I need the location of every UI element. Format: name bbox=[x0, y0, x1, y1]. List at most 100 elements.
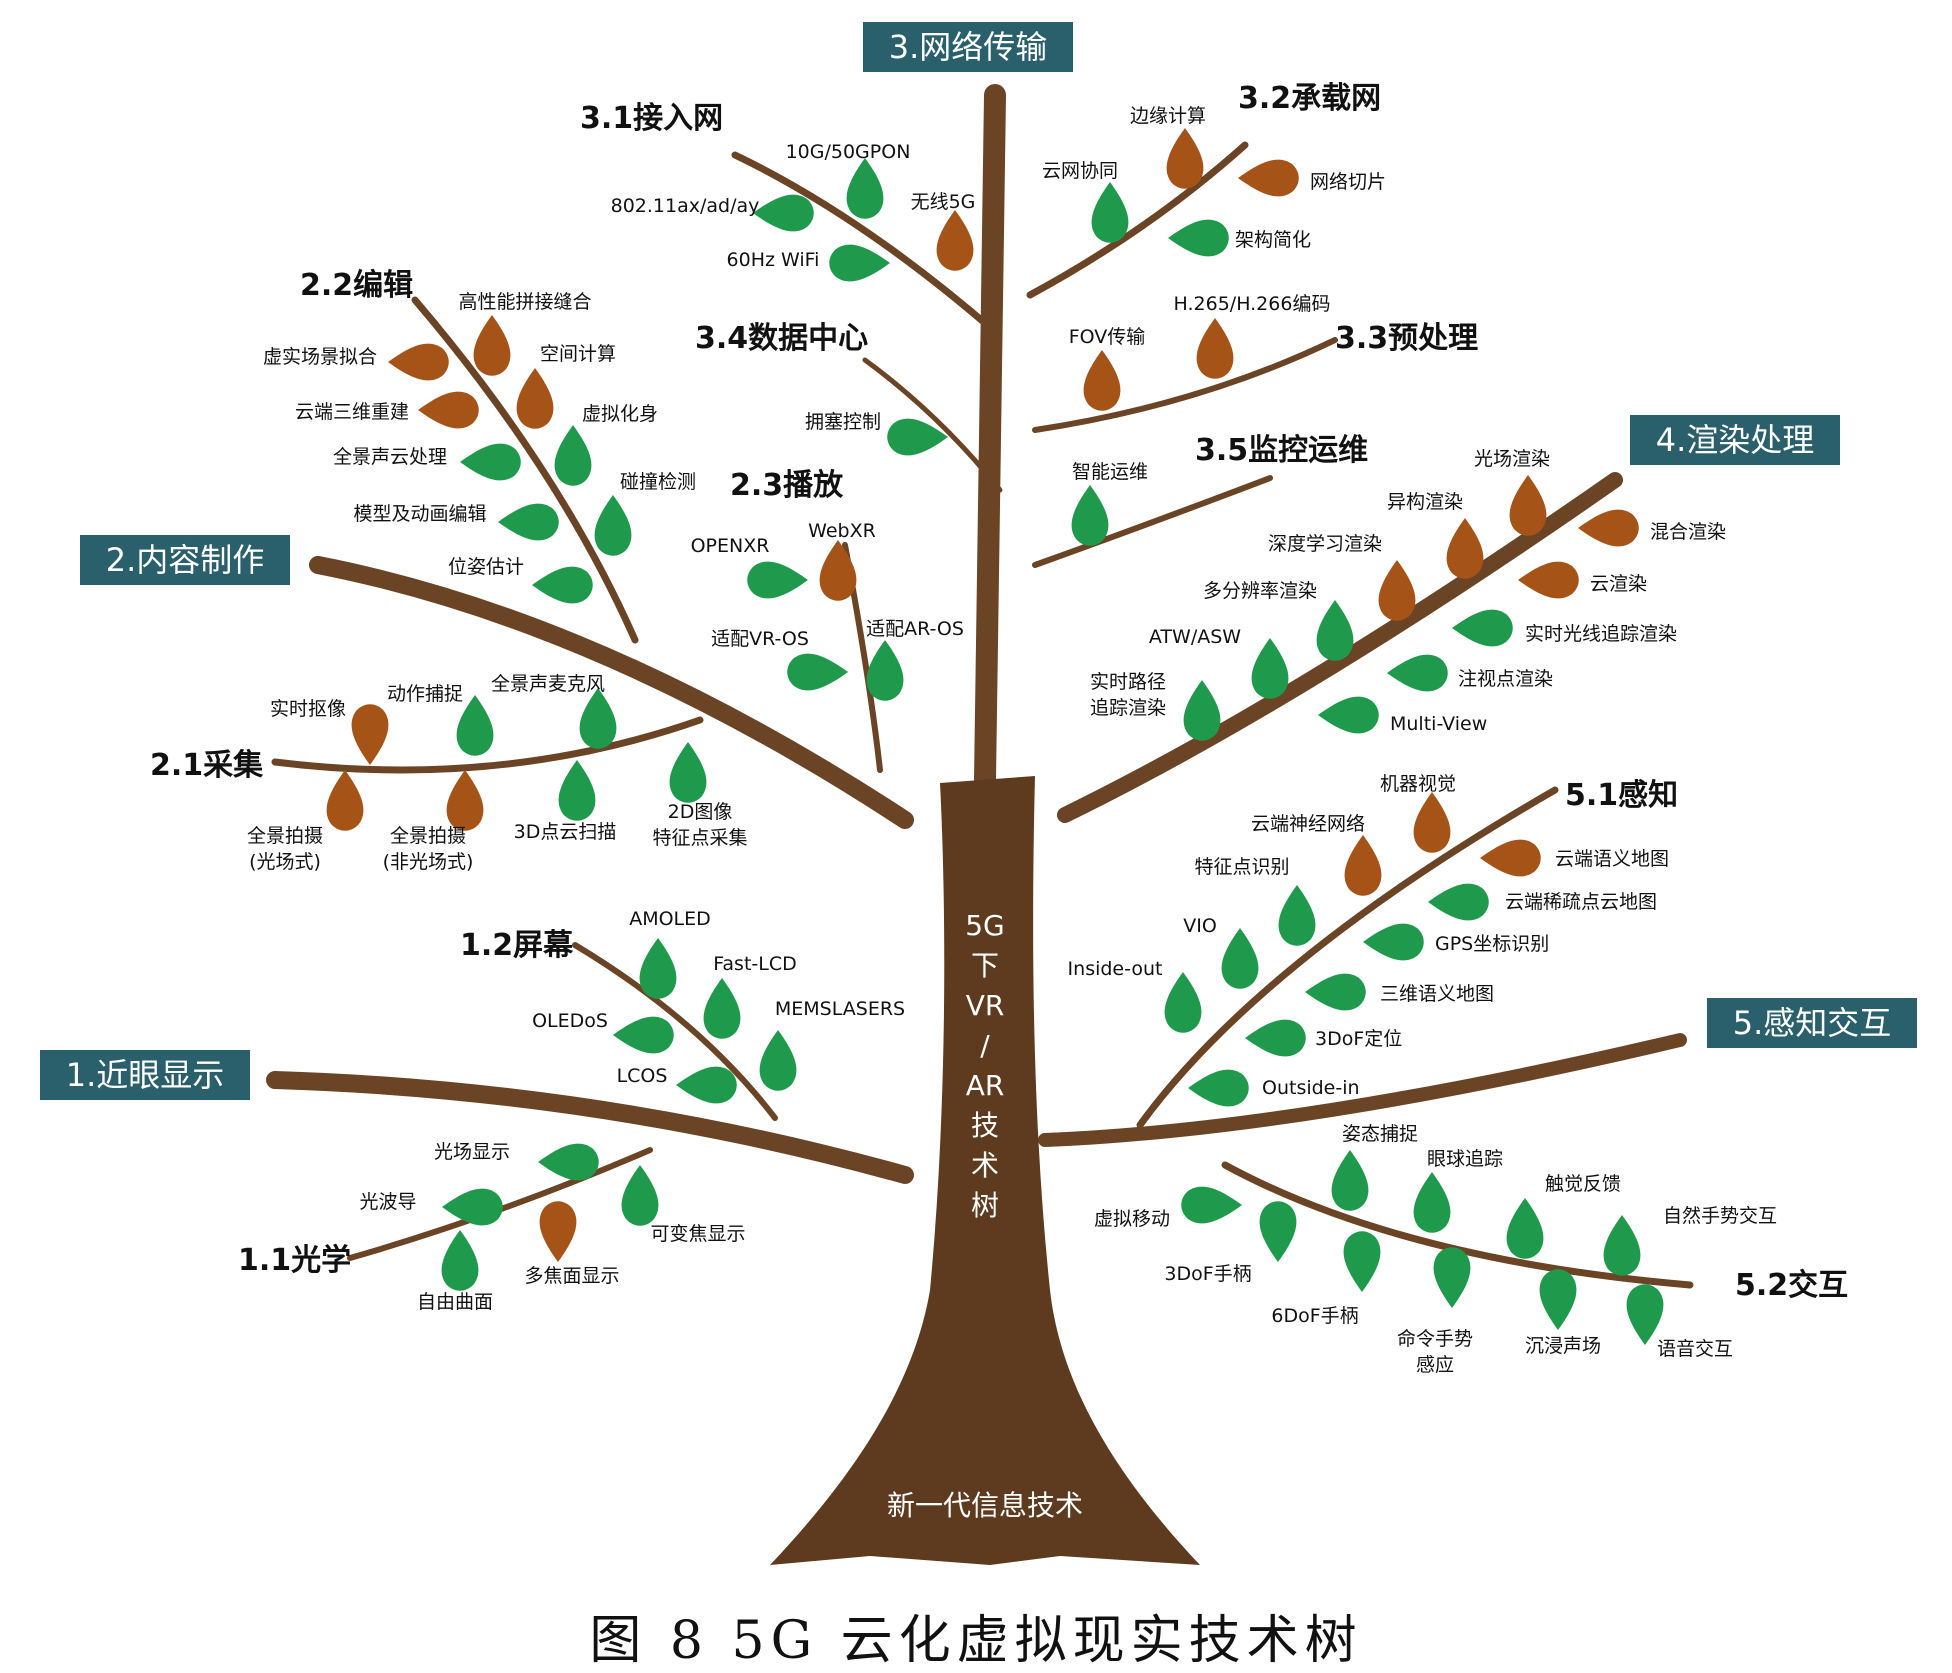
leaf-label-26: 动作捕捉 bbox=[387, 683, 463, 705]
leaf-label-line: 云端语义地图 bbox=[1555, 848, 1669, 870]
subcategory-label-s21: 2.1采集 bbox=[150, 748, 264, 783]
leaf-label-line: (非光场式) bbox=[383, 851, 474, 873]
leaf-icon-70 bbox=[1343, 1231, 1381, 1292]
sub-branch-3-5 bbox=[1032, 475, 1273, 568]
sub-branch-5-2 bbox=[1221, 1161, 1694, 1289]
leaf-label-28: 全景拍摄(光场式) bbox=[247, 825, 323, 873]
leaf-icon-49 bbox=[1251, 638, 1289, 699]
leaf-icon-4 bbox=[1166, 128, 1204, 189]
leaf-label-line: 自由曲面 bbox=[417, 1291, 493, 1313]
leaf-icon-34 bbox=[613, 1016, 674, 1054]
leaf-label-30: 3D点云扫描 bbox=[514, 821, 617, 843]
tree-leaves bbox=[326, 128, 1664, 1345]
leaf-label-68: 自然手势交互 bbox=[1663, 1205, 1777, 1227]
leaf-icon-67 bbox=[1181, 1186, 1242, 1224]
sub-branch-3-4 bbox=[862, 357, 1003, 493]
leaf-icon-69 bbox=[1259, 1201, 1297, 1262]
subcategory-label-s34: 3.4数据中心 bbox=[695, 321, 868, 356]
leaf-label-line: 眼球追踪 bbox=[1427, 1148, 1503, 1170]
leaf-label-line: 可变焦显示 bbox=[650, 1223, 745, 1245]
leaf-icon-35 bbox=[759, 1030, 797, 1091]
figure-caption: 图 8 5G 云化虚拟现实技术树 bbox=[589, 1611, 1363, 1671]
leaf-icon-57 bbox=[1428, 883, 1489, 921]
leaf-label-60: Inside-out bbox=[1068, 958, 1163, 980]
leaf-label-3: 60Hz WiFi bbox=[727, 249, 820, 271]
leaf-label-line: 自然手势交互 bbox=[1663, 1205, 1777, 1227]
leaf-icon-40 bbox=[539, 1201, 577, 1262]
leaf-label-line: FOV传输 bbox=[1069, 326, 1146, 348]
leaf-label-line: 注视点渲染 bbox=[1458, 668, 1553, 690]
leaf-icon-48 bbox=[1452, 609, 1513, 647]
leaf-label-line: 深度学习渲染 bbox=[1268, 533, 1382, 555]
leaf-label-line: 全景拍摄 bbox=[247, 825, 323, 847]
leaf-label-line: Outside-in bbox=[1262, 1077, 1360, 1099]
main-branch-interact bbox=[1038, 1033, 1687, 1147]
leaf-label-64: 姿态捕捉 bbox=[1342, 1123, 1418, 1145]
subcategory-label-s32: 3.2承载网 bbox=[1238, 81, 1381, 116]
leaf-label-47: 多分辨率渲染 bbox=[1203, 580, 1317, 602]
leaf-label-13: 虚实场景拟合 bbox=[263, 346, 377, 368]
leaf-icon-28 bbox=[326, 770, 364, 831]
leaf-label-line: 位姿估计 bbox=[448, 556, 524, 578]
leaf-label-10: 拥塞控制 bbox=[805, 411, 881, 433]
leaf-label-54: 云端神经网络 bbox=[1251, 813, 1365, 835]
trunk-vertical-text-5: 技 bbox=[971, 1109, 999, 1142]
subcategory-label-s23: 2.3播放 bbox=[730, 468, 844, 503]
leaf-label-52: Multi-View bbox=[1390, 713, 1487, 735]
subcategory-label-s12: 1.2屏幕 bbox=[460, 928, 574, 963]
trunk-base-text: 新一代信息技术 bbox=[887, 1489, 1083, 1522]
trunk-vertical-text-1: 下 bbox=[971, 949, 999, 982]
trunk-vertical-text-3: / bbox=[980, 1029, 990, 1062]
leaf-label-line: 高性能拼接缝合 bbox=[458, 291, 591, 313]
leaf-icon-22 bbox=[819, 540, 857, 601]
leaf-icon-51 bbox=[1183, 680, 1221, 741]
leaf-label-12: 高性能拼接缝合 bbox=[458, 291, 591, 313]
leaf-label-line: MEMSLASERS bbox=[775, 998, 905, 1020]
trunk-vertical-text-6: 术 bbox=[971, 1149, 999, 1182]
leaf-label-line: 虚实场景拟合 bbox=[263, 346, 377, 368]
trunk-vertical-text-0: 5G bbox=[965, 909, 1005, 942]
leaf-label-line: 姿态捕捉 bbox=[1342, 1123, 1418, 1145]
leaf-label-0: 10G/50GPON bbox=[786, 141, 911, 163]
leaf-label-line: 虚拟移动 bbox=[1094, 1208, 1170, 1230]
leaf-icon-13 bbox=[388, 343, 449, 381]
leaf-icon-39 bbox=[621, 1165, 659, 1226]
leaf-icon-56 bbox=[1278, 885, 1316, 946]
leaf-label-49: ATW/ASW bbox=[1149, 626, 1241, 648]
leaf-label-line: 边缘计算 bbox=[1130, 105, 1206, 127]
leaf-label-line: 触觉反馈 bbox=[1545, 1173, 1621, 1195]
leaf-icon-47 bbox=[1316, 600, 1354, 661]
leaf-label-line: 命令手势 bbox=[1397, 1328, 1473, 1350]
leaf-label-2: 无线5G bbox=[911, 191, 976, 213]
category-box-c4 bbox=[1630, 415, 1840, 465]
category-label-c2: 2.内容制作 bbox=[106, 541, 265, 579]
leaf-icon-45 bbox=[1378, 560, 1416, 621]
leaf-label-53: 机器视觉 bbox=[1380, 773, 1456, 795]
leaf-icon-71 bbox=[1433, 1247, 1471, 1308]
trunk-vertical-text-7: 树 bbox=[971, 1189, 999, 1222]
leaf-label-line: 混合渲染 bbox=[1650, 521, 1726, 543]
leaf-label-line: 3DoF手柄 bbox=[1164, 1263, 1251, 1285]
leaf-label-16: 虚拟化身 bbox=[582, 403, 658, 425]
leaf-icon-52 bbox=[1318, 696, 1379, 734]
leaf-label-line: 无线5G bbox=[911, 191, 976, 213]
leaf-label-5: 云网协同 bbox=[1042, 160, 1118, 182]
leaf-icon-5 bbox=[1091, 182, 1129, 243]
leaf-icon-7 bbox=[1168, 219, 1229, 257]
main-branch-render bbox=[1057, 472, 1623, 823]
leaf-label-34: OLEDoS bbox=[532, 1010, 608, 1032]
leaf-label-33: Fast-LCD bbox=[713, 953, 797, 975]
leaf-label-line: 光场显示 bbox=[434, 1141, 510, 1163]
leaf-label-44: 混合渲染 bbox=[1650, 521, 1726, 543]
leaf-icon-66 bbox=[1506, 1198, 1544, 1259]
leaf-label-line: AMOLED bbox=[629, 908, 711, 930]
sub-branch-2-1 bbox=[271, 716, 704, 774]
leaf-label-line: LCOS bbox=[617, 1065, 668, 1087]
leaf-icon-32 bbox=[639, 938, 677, 999]
subcategory-label-s51: 5.1感知 bbox=[1565, 778, 1678, 813]
leaf-label-line: 适配VR-OS bbox=[711, 628, 809, 650]
subcategory-label-s33: 3.3预处理 bbox=[1335, 321, 1478, 356]
leaf-icon-9 bbox=[1083, 350, 1121, 411]
leaf-label-line: 碰撞检测 bbox=[620, 471, 696, 493]
leaf-icon-6 bbox=[1238, 159, 1299, 197]
